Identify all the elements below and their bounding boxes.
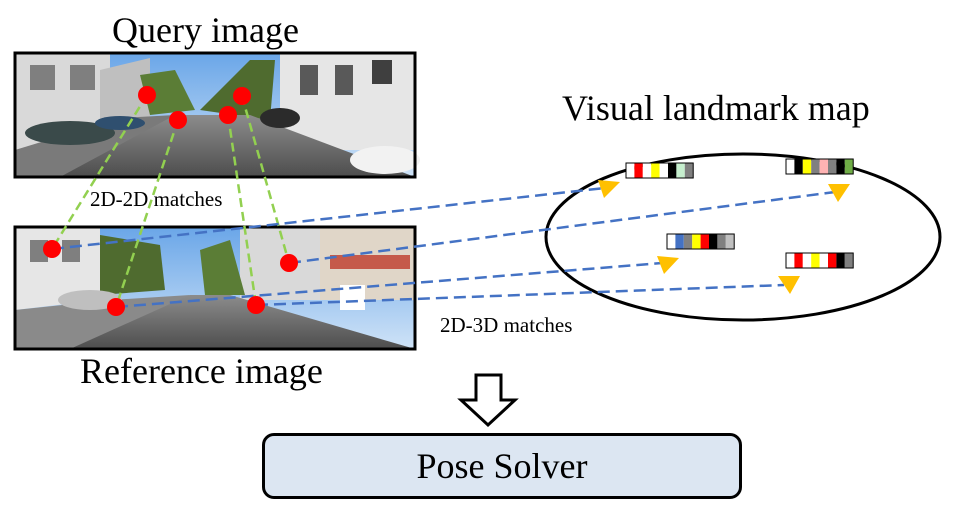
match-2d3d-line [288,190,836,265]
landmark-arrow-icon [657,256,679,274]
descriptor-cell [709,234,718,249]
descriptor-cell [844,253,854,268]
landmark-map-ellipse [544,152,942,322]
descriptor-cell [675,234,684,249]
query-image [15,53,420,177]
descriptor-cell [819,159,828,174]
descriptor-cell [828,253,837,268]
keypoints [43,86,298,316]
match-2d3d-line [255,283,785,307]
keypoint [107,298,125,316]
descriptor-cell [802,253,812,268]
descriptor-cell [651,163,660,178]
descriptor-cell [844,159,854,174]
pose-solver-label: Pose Solver [416,446,588,486]
descriptor-cell [626,163,635,178]
query-image-title: Query image [112,10,299,50]
descriptor-border [666,233,735,250]
descriptor-cell [642,163,652,178]
descriptor-cell [725,234,735,249]
descriptor-cell [700,234,709,249]
match-2d3d-line [51,186,606,251]
descriptor-cell [794,159,803,174]
match-2d3d-line [115,261,663,309]
descriptor-cell [794,253,803,268]
query-image-frame [13,51,417,179]
descriptor-cell [634,163,643,178]
keypoint [247,296,265,314]
descriptor-cell [819,253,828,268]
descriptor-border [625,162,694,179]
descriptor-cell [811,159,820,174]
match-2d2d-line [226,114,258,306]
match-2d2d-line [114,119,180,308]
descriptor-cell [683,234,693,249]
landmark-descriptor [625,162,694,179]
keypoint [280,254,298,272]
match-2d2d-lines [50,94,291,308]
keypoint [169,111,187,129]
descriptor-cell [828,159,837,174]
descriptor-cell [668,163,677,178]
descriptor-cell [786,159,795,174]
landmark-arrows [598,180,850,294]
match-2d2d-line [50,94,149,250]
descriptor-cell [836,159,845,174]
descriptor-cell [667,234,676,249]
landmark-descriptor [785,252,854,269]
descriptor-cell [692,234,701,249]
descriptor-cell [786,253,795,268]
hollow-down-arrow-icon [457,373,519,428]
descriptor-cell [676,163,685,178]
descriptor-cell [684,163,694,178]
landmark-arrow-icon [828,184,850,202]
landmark-descriptor [785,158,854,175]
reference-image-title: Reference image [80,351,323,391]
matches-2d3d-label: 2D-3D matches [440,313,573,337]
landmark-map-title: Visual landmark map [562,88,870,128]
reference-image-frame [13,225,417,351]
match-2d2d-line [240,95,291,264]
descriptor-cell [836,253,845,268]
landmark-descriptor [666,233,735,250]
descriptor-cell [802,159,812,174]
descriptor-cell [717,234,726,249]
match-2d3d-lines [51,186,836,309]
landmark-arrow-icon [778,276,800,294]
pose-solver-box: Pose Solver [262,433,742,499]
descriptor-cell [659,163,668,178]
matches-2d2d-label: 2D-2D matches [90,187,223,211]
keypoint [43,240,61,258]
descriptor-border [785,252,854,269]
keypoint [219,106,237,124]
keypoint [138,86,156,104]
keypoint [233,87,251,105]
landmark-descriptors [625,158,854,269]
landmark-arrow-icon [598,180,620,198]
descriptor-cell [811,253,820,268]
descriptor-border [785,158,854,175]
